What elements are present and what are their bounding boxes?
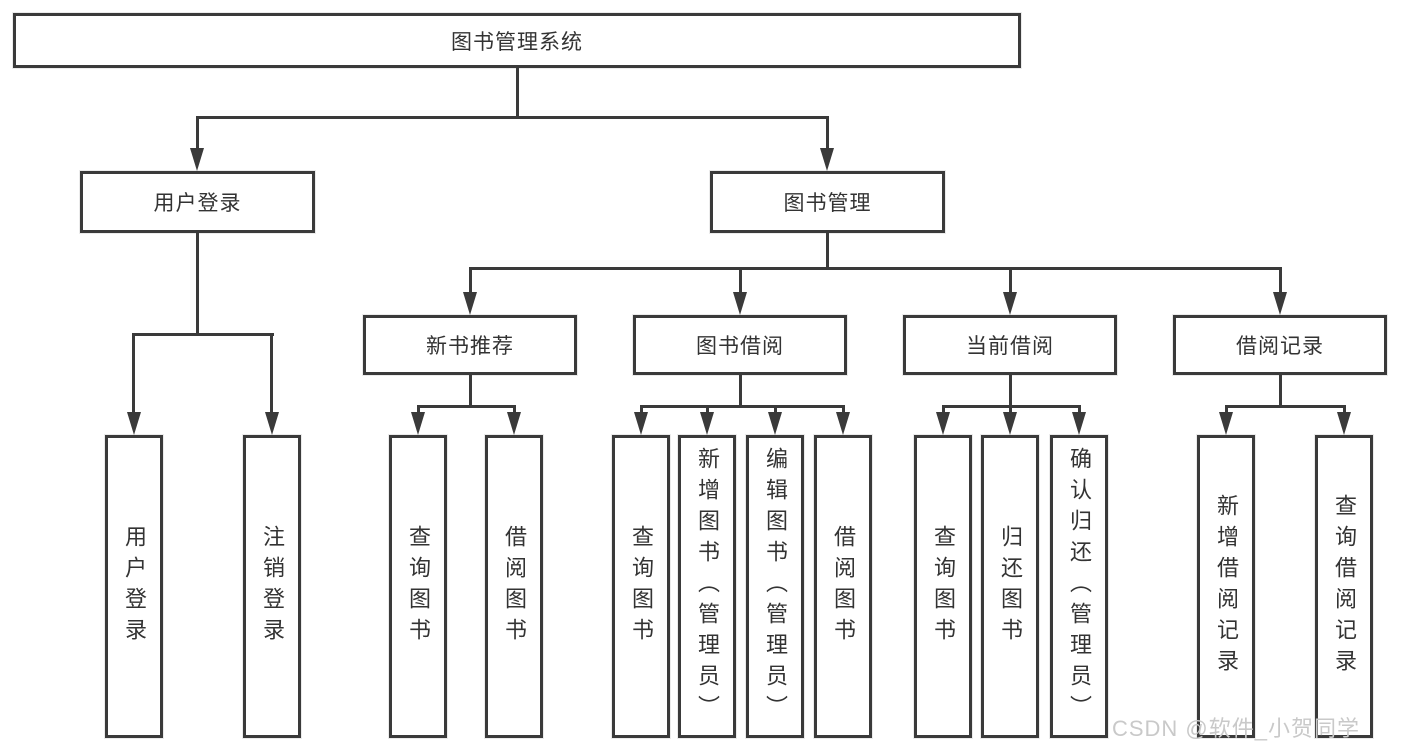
node-label: 图书管理 bbox=[783, 192, 872, 215]
connector-arrow-down bbox=[634, 412, 648, 435]
node-book-borrowing: 图书借阅 bbox=[633, 315, 847, 375]
connector-line bbox=[1343, 405, 1346, 415]
leaf-label: 用户登录 bbox=[122, 524, 147, 649]
node-user-login: 用户登录 bbox=[80, 171, 315, 233]
connector-arrow-down bbox=[1219, 412, 1233, 435]
connector-line bbox=[1009, 405, 1012, 415]
connector-arrow-down bbox=[733, 292, 747, 315]
leaf-label: 查询图书 bbox=[931, 524, 956, 649]
connector-line bbox=[774, 405, 777, 415]
connector-arrow-down bbox=[768, 412, 782, 435]
connector-arrow-down bbox=[265, 412, 279, 435]
leaf-query-book-recommend: 查询图书 bbox=[389, 435, 447, 738]
connector-arrow-down bbox=[190, 148, 204, 171]
connector-line bbox=[1078, 405, 1081, 415]
connector-line bbox=[739, 375, 742, 408]
connector-line bbox=[826, 116, 829, 150]
connector-line bbox=[1009, 267, 1012, 293]
leaf-logout: 注销登录 bbox=[243, 435, 301, 738]
leaf-add-book-admin: 新增图书（管理员） bbox=[678, 435, 736, 738]
node-label: 当前借阅 bbox=[966, 335, 1054, 358]
connector-line bbox=[1279, 267, 1282, 293]
leaf-label: 借阅图书 bbox=[502, 524, 527, 649]
leaf-add-borrow-record: 新增借阅记录 bbox=[1197, 435, 1255, 738]
connector-arrow-down bbox=[836, 412, 850, 435]
leaf-label: 编辑图书（管理员） bbox=[763, 447, 788, 726]
connector-line bbox=[1225, 405, 1228, 415]
connector-line bbox=[842, 405, 845, 415]
node-current-borrowing: 当前借阅 bbox=[903, 315, 1117, 375]
leaf-borrow-book: 借阅图书 bbox=[814, 435, 872, 738]
leaf-confirm-return-admin: 确认归还（管理员） bbox=[1050, 435, 1108, 738]
leaf-edit-book-admin: 编辑图书（管理员） bbox=[746, 435, 804, 738]
connector-arrow-down bbox=[820, 148, 834, 171]
node-label: 图书管理系统 bbox=[451, 30, 583, 54]
connector-line bbox=[469, 267, 472, 293]
connector-line bbox=[942, 405, 945, 415]
connector-line bbox=[706, 405, 709, 415]
leaf-user-login: 用户登录 bbox=[105, 435, 163, 738]
connector-arrow-down bbox=[411, 412, 425, 435]
connector-line bbox=[132, 333, 135, 415]
leaf-borrow-book-recommend: 借阅图书 bbox=[485, 435, 543, 738]
node-borrowing-records: 借阅记录 bbox=[1173, 315, 1387, 375]
connector-line bbox=[1225, 405, 1346, 408]
connector-line bbox=[469, 375, 472, 408]
connector-line bbox=[132, 333, 274, 336]
leaf-query-book-borrowing: 查询图书 bbox=[612, 435, 670, 738]
node-label: 用户登录 bbox=[153, 192, 242, 215]
leaf-label: 新增借阅记录 bbox=[1214, 493, 1239, 680]
connector-arrow-down bbox=[1337, 412, 1351, 435]
csdn-watermark: CSDN @软件_小贺同学 bbox=[1111, 716, 1360, 741]
connector-arrow-down bbox=[1273, 292, 1287, 315]
node-library-management-system: 图书管理系统 bbox=[13, 13, 1021, 68]
leaf-label: 借阅图书 bbox=[831, 524, 856, 649]
node-new-book-recommend: 新书推荐 bbox=[363, 315, 577, 375]
node-label: 借阅记录 bbox=[1236, 335, 1324, 358]
leaf-label: 新增图书（管理员） bbox=[695, 447, 720, 726]
connector-line bbox=[196, 116, 829, 119]
connector-line bbox=[270, 333, 273, 415]
leaf-query-book-current: 查询图书 bbox=[914, 435, 972, 738]
node-label: 新书推荐 bbox=[426, 335, 514, 358]
connector-arrow-down bbox=[936, 412, 950, 435]
leaf-label: 归还图书 bbox=[998, 524, 1023, 649]
leaf-label: 注销登录 bbox=[260, 524, 285, 649]
connector-line bbox=[640, 405, 643, 415]
connector-line bbox=[417, 405, 420, 415]
connector-line bbox=[513, 405, 516, 415]
connector-line bbox=[417, 405, 516, 408]
leaf-query-borrow-record: 查询借阅记录 bbox=[1315, 435, 1373, 738]
node-label: 图书借阅 bbox=[696, 335, 784, 358]
leaf-label: 确认归还（管理员） bbox=[1067, 447, 1092, 726]
connector-arrow-down bbox=[127, 412, 141, 435]
leaf-label: 查询图书 bbox=[629, 524, 654, 649]
connector-arrow-down bbox=[1003, 292, 1017, 315]
leaf-return-book: 归还图书 bbox=[981, 435, 1039, 738]
connector-line bbox=[196, 116, 199, 150]
connector-line bbox=[640, 405, 845, 408]
connector-arrow-down bbox=[700, 412, 714, 435]
leaf-label: 查询图书 bbox=[406, 524, 431, 649]
connector-line bbox=[516, 68, 519, 118]
leaf-label: 查询借阅记录 bbox=[1332, 493, 1357, 680]
connector-line bbox=[469, 267, 1282, 270]
connector-arrow-down bbox=[463, 292, 477, 315]
connector-line bbox=[1009, 375, 1012, 408]
connector-arrow-down bbox=[1072, 412, 1086, 435]
node-book-management: 图书管理 bbox=[710, 171, 945, 233]
connector-line bbox=[826, 233, 829, 270]
connector-line bbox=[739, 267, 742, 293]
connector-arrow-down bbox=[1003, 412, 1017, 435]
connector-line bbox=[196, 233, 199, 335]
connector-line bbox=[1279, 375, 1282, 408]
connector-arrow-down bbox=[507, 412, 521, 435]
